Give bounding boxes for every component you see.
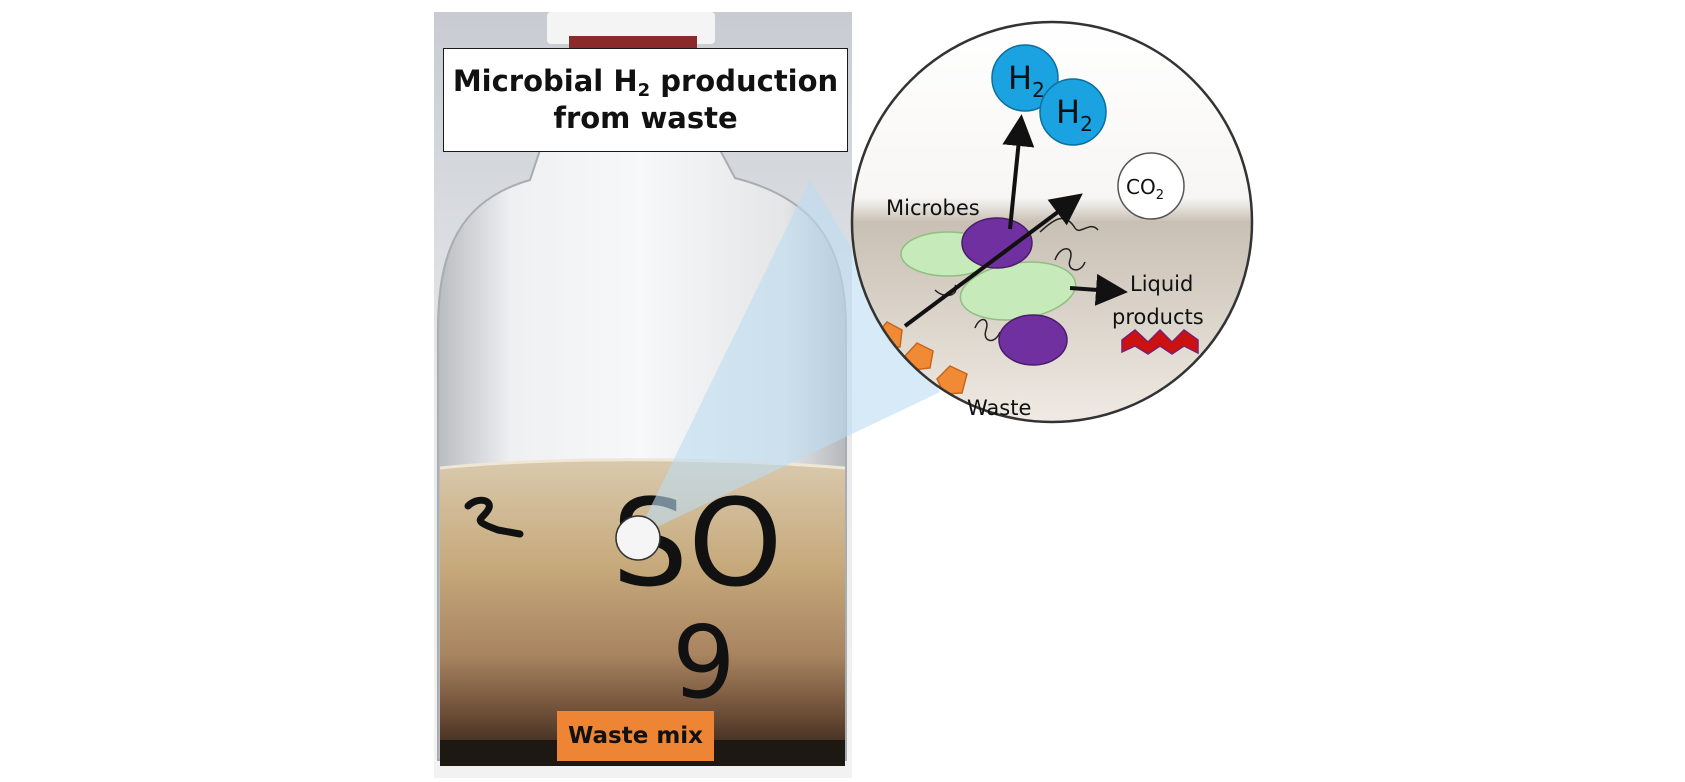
arrow-to-h2: [1002, 114, 1035, 230]
waste-mix-label: Waste mix: [557, 711, 714, 761]
h2-label: H2: [1056, 93, 1093, 136]
title-prefix: Microbial H: [452, 63, 638, 98]
title-box: Microbial H2 production from waste: [443, 48, 848, 152]
h2-label: H2: [1008, 59, 1045, 102]
purple-microbe: [961, 217, 1033, 269]
arrow-to-co2: [903, 193, 1083, 328]
h2-bubble: [991, 44, 1059, 112]
microbes-label: Microbes: [886, 196, 980, 220]
liquid-surface: [439, 458, 846, 470]
filament-3: [974, 318, 1001, 342]
marker-squiggle: [464, 496, 524, 538]
arrow-to-liquid: [1069, 273, 1128, 306]
marking-nine: 9: [672, 604, 736, 721]
waste-label: Waste: [967, 396, 1032, 420]
liquid-label-line2: products: [1112, 305, 1204, 329]
bottle-liquid: [440, 459, 845, 760]
h2-bubble: [1039, 78, 1107, 146]
liquid-products-mark: [1121, 328, 1199, 355]
zoom-source-circle: [615, 515, 661, 561]
waste-pentagon: [936, 365, 968, 395]
liquid-label-line1: Liquid: [1130, 272, 1194, 296]
title-line-2: from waste: [553, 101, 738, 136]
title-subscript: 2: [637, 79, 651, 101]
purple-microbe: [998, 314, 1068, 366]
inset-circle-border: [850, 20, 1254, 424]
co2-bubble: [1117, 152, 1185, 220]
title-line-1: Microbial H2 production: [453, 64, 838, 102]
co2-label: CO2: [1126, 175, 1164, 203]
arrows: [903, 114, 1128, 328]
title-suffix: production: [650, 63, 839, 98]
bottle-marking: [464, 496, 524, 538]
filament-2: [1054, 248, 1086, 271]
